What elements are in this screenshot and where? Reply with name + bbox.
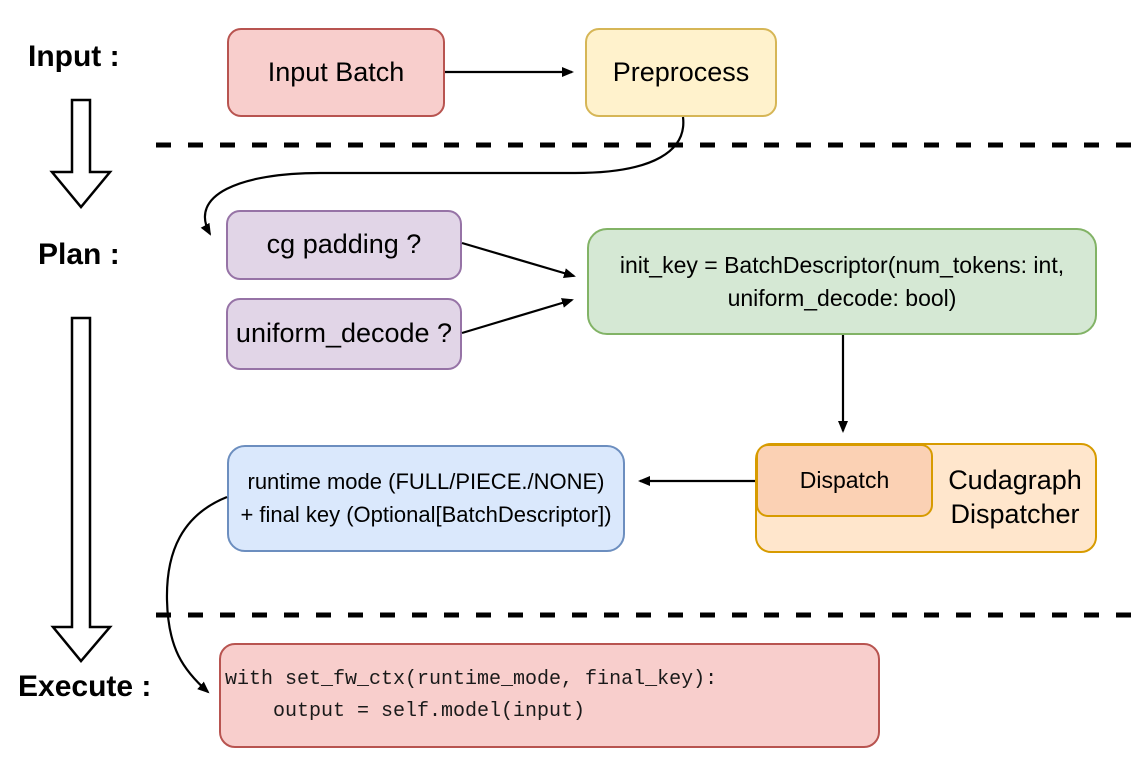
node-runtime-mode-line1: runtime mode (FULL/PIECE./NONE) [247, 468, 605, 494]
node-uniform-decode-label: uniform_decode ? [235, 318, 453, 349]
stage-arrow-input-to-plan-icon [49, 98, 113, 209]
node-input-batch-label: Input Batch [267, 56, 405, 87]
node-runtime-mode: runtime mode (FULL/PIECE./NONE) + final … [227, 445, 625, 552]
stage-label-execute: Execute : [18, 670, 152, 703]
node-init-key: init_key = BatchDescriptor(num_tokens: i… [587, 228, 1097, 335]
node-execute-code: with set_fw_ctx(runtime_mode, final_key)… [219, 643, 880, 748]
node-input-batch: Input Batch [227, 28, 445, 117]
arrow-uniform-decode-to-init-key [461, 298, 574, 335]
node-init-key-line2: uniform_decode: bool) [727, 284, 957, 311]
node-runtime-mode-line2: + final key (Optional[BatchDescriptor]) [240, 501, 612, 527]
node-dispatch-label: Dispatch [799, 467, 890, 494]
node-dispatch: Dispatch [756, 444, 933, 517]
node-init-key-line1: init_key = BatchDescriptor(num_tokens: i… [619, 252, 1065, 279]
connector-runtime-mode-to-execute-code [165, 495, 228, 694]
cudagraph-label-line2: Dispatcher [950, 499, 1080, 529]
arrow-cg-padding-to-init-key [461, 241, 576, 278]
stage-label-input: Input : [28, 40, 120, 73]
execute-code-line1: with set_fw_ctx(runtime_mode, final_key)… [225, 667, 718, 691]
stage-label-plan: Plan : [38, 238, 120, 271]
node-cudagraph-dispatcher-label: Cudagraph Dispatcher [933, 443, 1097, 553]
node-preprocess-label: Preprocess [612, 56, 750, 87]
cudagraph-label-line1: Cudagraph [948, 465, 1082, 496]
node-preprocess: Preprocess [585, 28, 777, 117]
node-cg-padding: cg padding ? [226, 210, 462, 280]
node-cg-padding-label: cg padding ? [266, 229, 422, 260]
stage-arrow-plan-to-execute-icon [50, 316, 113, 663]
node-uniform-decode: uniform_decode ? [226, 298, 462, 370]
execute-code-line2: output = self.model(input) [225, 699, 586, 723]
